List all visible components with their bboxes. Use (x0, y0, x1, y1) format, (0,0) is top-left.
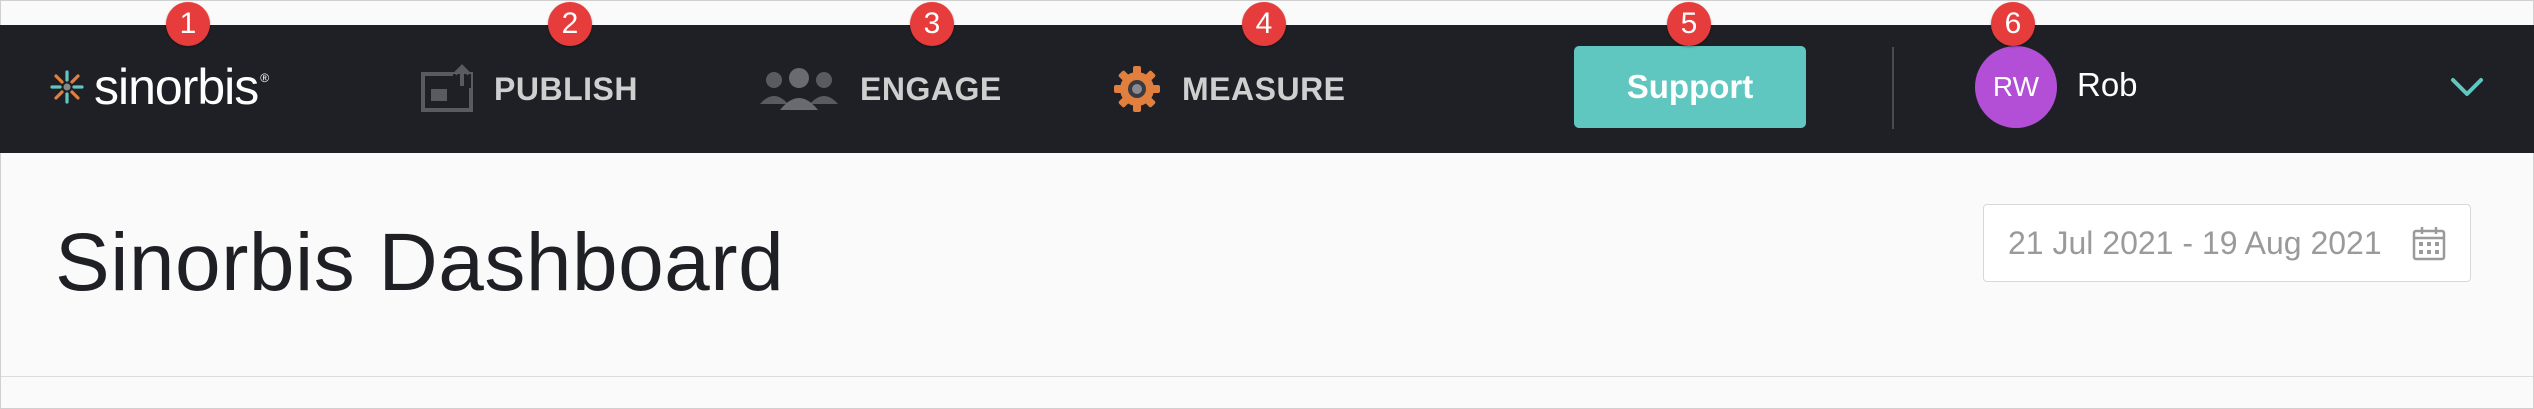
sinorbis-logo-icon (50, 70, 84, 104)
logo-text: sinorbis® (94, 59, 269, 115)
nav-label-engage: ENGAGE (860, 70, 1002, 107)
people-icon (760, 68, 838, 110)
content-divider (1, 376, 2533, 377)
annotation-marker-1: 1 (166, 2, 210, 46)
nav-label-publish: PUBLISH (494, 70, 638, 107)
chevron-down-icon[interactable] (2449, 74, 2485, 100)
publish-icon (421, 64, 473, 112)
nav-item-publish[interactable]: PUBLISH (420, 59, 638, 119)
nav-item-engage[interactable]: ENGAGE (758, 59, 1002, 119)
date-range-text: 21 Jul 2021 - 19 Aug 2021 (2008, 224, 2382, 261)
annotation-marker-4: 4 (1242, 2, 1286, 46)
date-range-picker[interactable]: 21 Jul 2021 - 19 Aug 2021 (1983, 204, 2471, 282)
logo-wordmark: sinorbis (94, 59, 259, 115)
page-title: Sinorbis Dashboard (55, 217, 785, 308)
navbar-divider (1892, 47, 1894, 129)
sinorbis-logo[interactable]: sinorbis® (48, 57, 269, 117)
calendar-icon (2412, 227, 2446, 261)
user-name[interactable]: Rob (2077, 66, 2138, 103)
gear-icon (1114, 66, 1160, 112)
user-avatar[interactable]: RW (1975, 46, 2057, 128)
annotation-marker-3: 3 (910, 2, 954, 46)
annotation-marker-2: 2 (548, 2, 592, 46)
support-button[interactable]: Support (1574, 46, 1806, 128)
nav-label-measure: MEASURE (1182, 70, 1346, 107)
logo-trademark: ® (260, 71, 269, 85)
nav-item-measure[interactable]: MEASURE (1112, 59, 1346, 119)
annotation-marker-5: 5 (1667, 2, 1711, 46)
annotation-marker-6: 6 (1991, 2, 2035, 46)
top-navbar: sinorbis® PUBLISH ENGAGE (0, 25, 2534, 153)
